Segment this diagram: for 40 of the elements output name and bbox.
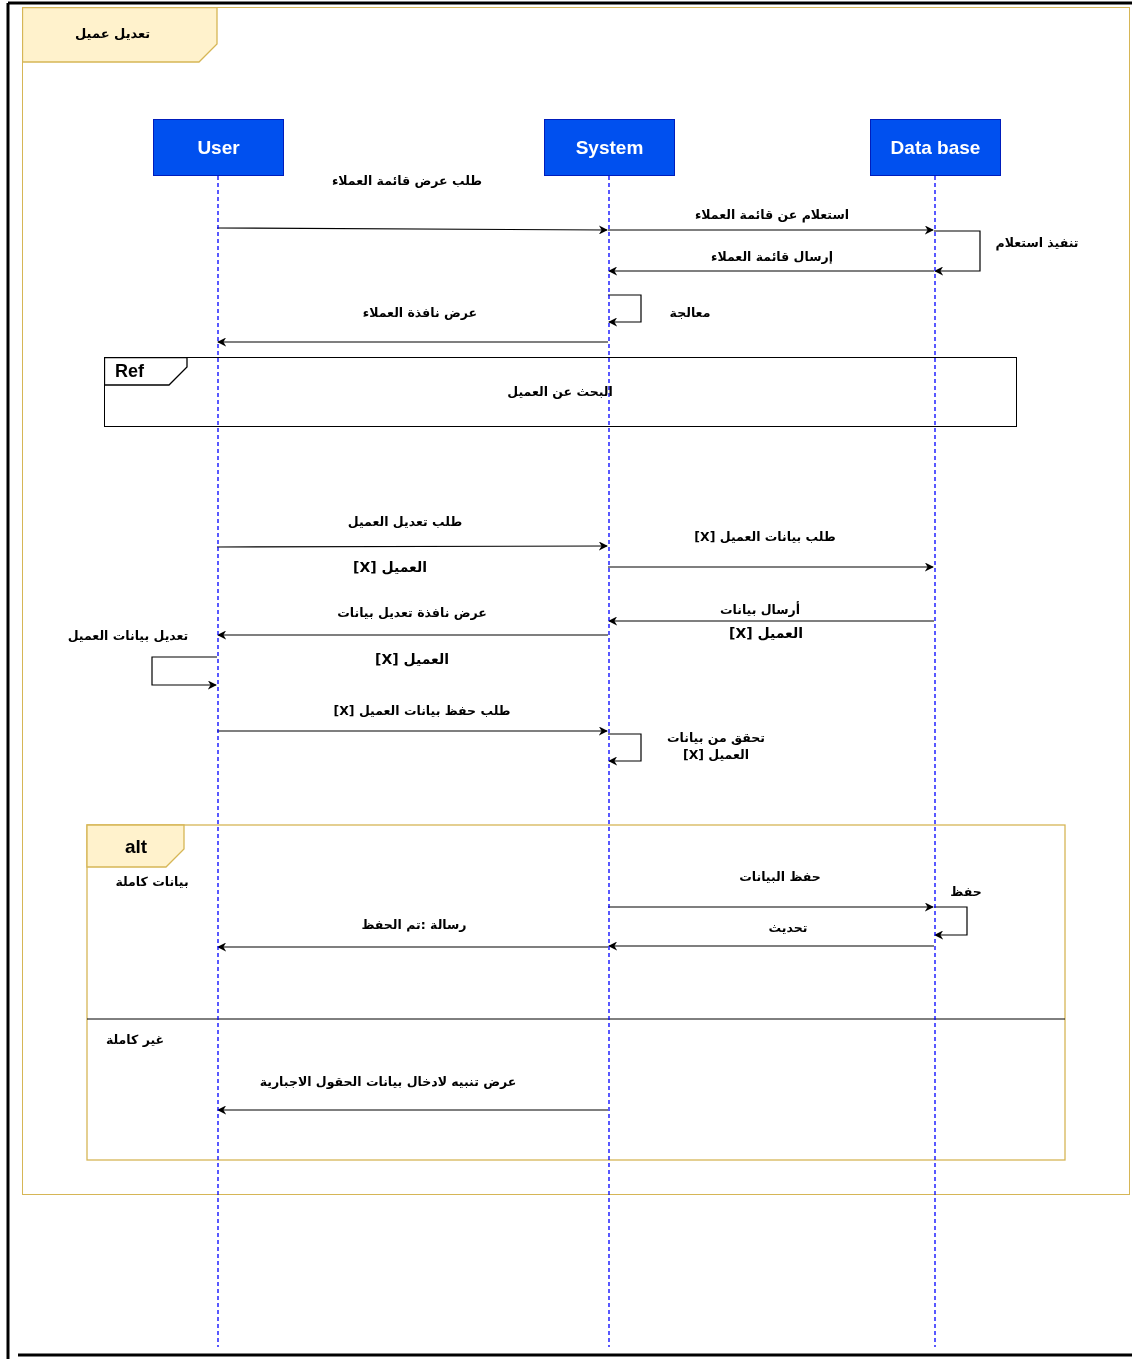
fragment-operator: alt — [123, 835, 149, 860]
message-arrow — [217, 942, 609, 952]
message-label: عرض نافذة تعديل بيانات — [335, 604, 489, 622]
message-label: معالجة — [667, 304, 713, 322]
message-label: طلب حفظ بيانات العميل [X] — [331, 702, 513, 720]
message-label: طلب بيانات العميل [X] — [692, 528, 838, 546]
message-arrow — [608, 941, 935, 951]
fragment-label: البحث عن العميل — [506, 383, 614, 401]
self-message-arrow — [151, 656, 218, 690]
message-arrow — [608, 616, 935, 626]
message-label: عرض تنبيه لادخال بيانات الحقول الاجبارية — [257, 1073, 519, 1091]
lifeline-head: User — [153, 119, 284, 176]
self-message-arrow — [607, 294, 642, 327]
message-arrow — [607, 562, 934, 572]
fragment-operator: Ref — [115, 361, 144, 382]
message-label: حفظ البيانات — [737, 868, 823, 886]
message-arrow — [608, 266, 935, 276]
message-label: رسالة :تم الحفظ — [359, 916, 469, 934]
message-arrow — [216, 225, 608, 235]
message-arrow — [607, 225, 934, 235]
message-arrow — [217, 337, 609, 347]
fragment-box — [104, 357, 1017, 427]
guard-condition: غير كاملة — [104, 1031, 166, 1049]
self-message-arrow — [933, 230, 981, 276]
message-arrow — [217, 630, 609, 640]
message-arrow — [607, 902, 934, 912]
message-arrow — [217, 1105, 609, 1115]
lifeline-head: System — [544, 119, 675, 176]
message-label: تنفيذ استعلام — [993, 234, 1081, 252]
frame-title: تعديل عميل — [75, 26, 151, 41]
message-arrow — [216, 726, 608, 736]
self-message-arrow — [933, 906, 968, 940]
lifeline-head: Data base — [870, 119, 1001, 176]
self-message-arrow — [607, 733, 642, 766]
message-label: إرسال قائمة العملاء — [709, 248, 835, 266]
message-label: تعديل بيانات العميل — [65, 627, 191, 645]
message-label: طلب تعديل العميل — [345, 513, 465, 531]
guard-condition: بيانات كاملة — [114, 873, 190, 891]
message-label: طلب عرض قائمة العملاء — [329, 172, 485, 190]
message-arrow — [216, 541, 608, 551]
